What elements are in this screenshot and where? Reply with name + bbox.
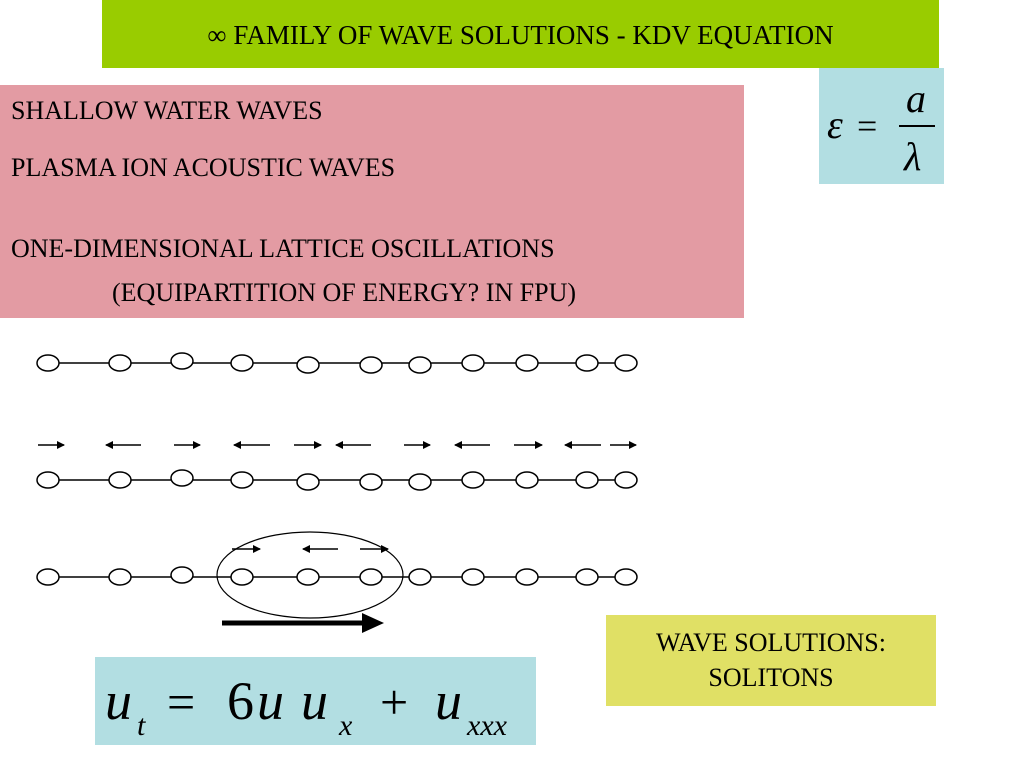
lattice-node	[36, 471, 60, 489]
u-term: u	[257, 671, 284, 731]
lattice-node	[230, 471, 254, 489]
solutions-line-1: WAVE SOLUTIONS:	[656, 628, 886, 657]
lattice-row-soliton	[36, 531, 638, 619]
equals-sign: =	[857, 106, 877, 146]
coefficient-six: 6	[227, 671, 254, 731]
lattice-node	[614, 568, 638, 586]
lattice-node	[575, 471, 599, 489]
lattice-node	[108, 568, 132, 586]
denominator-lambda: λ	[903, 134, 921, 179]
lattice-node	[359, 568, 383, 586]
lattice-node	[359, 473, 383, 491]
epsilon-formula: ε = a λ	[819, 68, 944, 184]
epsilon-symbol: ε	[827, 102, 843, 147]
lattice-node	[575, 354, 599, 372]
slide-title-text: ∞ FAMILY OF WAVE SOLUTIONS - KDV EQUATIO…	[207, 20, 834, 50]
topic-fpu: (EQUIPARTITION OF ENERGY? IN FPU)	[112, 278, 577, 307]
lattice-node	[170, 566, 194, 584]
lattice-node	[515, 354, 539, 372]
lattice-row-equilibrium	[36, 352, 638, 374]
lattice-node	[408, 473, 432, 491]
numerator-a: a	[906, 76, 926, 121]
epsilon-formula-svg: ε = a λ	[827, 76, 935, 179]
lattice-node	[408, 356, 432, 374]
kdv-equation-svg: u t = 6 u u x + u xxx	[105, 671, 508, 742]
u-term: u	[435, 671, 462, 731]
lattice-node	[108, 471, 132, 489]
lattice-node	[515, 471, 539, 489]
plus-sign: +	[380, 674, 408, 730]
lattice-diagram	[36, 352, 638, 633]
lattice-node	[108, 354, 132, 372]
lattice-node	[614, 471, 638, 489]
lattice-node	[515, 568, 539, 586]
lattice-node	[36, 354, 60, 372]
topic-plasma: PLASMA ION ACOUSTIC WAVES	[11, 153, 396, 182]
applications-list: SHALLOW WATER WAVES PLASMA ION ACOUSTIC …	[0, 85, 744, 318]
lattice-node	[461, 568, 485, 586]
lattice-node	[408, 568, 432, 586]
lattice-node	[170, 352, 194, 370]
solutions-line-2: SOLITONS	[708, 663, 834, 692]
lattice-node	[230, 568, 254, 586]
topic-lattice: ONE-DIMENSIONAL LATTICE OSCILLATIONS	[11, 234, 555, 263]
lattice-node	[170, 469, 194, 487]
equals-sign: =	[167, 674, 195, 730]
lattice-node	[36, 568, 60, 586]
t-subscript: t	[137, 709, 146, 742]
xxx-subscript: xxx	[466, 709, 508, 742]
lattice-node	[461, 354, 485, 372]
u-term: u	[301, 671, 328, 731]
solutions-label: WAVE SOLUTIONS: SOLITONS	[606, 615, 936, 706]
lattice-node	[359, 356, 383, 374]
lattice-node	[461, 471, 485, 489]
x-subscript: x	[338, 709, 353, 742]
lattice-node	[230, 354, 254, 372]
lattice-node	[296, 356, 320, 374]
lattice-node	[575, 568, 599, 586]
kdv-equation: u t = 6 u u x + u xxx	[95, 657, 536, 745]
propagation-arrow	[222, 613, 384, 633]
soliton-ellipse	[216, 531, 404, 619]
lattice-node	[614, 354, 638, 372]
topic-shallow-water: SHALLOW WATER WAVES	[11, 96, 323, 125]
lattice-node	[296, 473, 320, 491]
lattice-row-oscillating	[36, 469, 638, 491]
lattice-node	[296, 568, 320, 586]
u-term: u	[105, 671, 132, 731]
slide-title: ∞ FAMILY OF WAVE SOLUTIONS - KDV EQUATIO…	[102, 0, 939, 68]
